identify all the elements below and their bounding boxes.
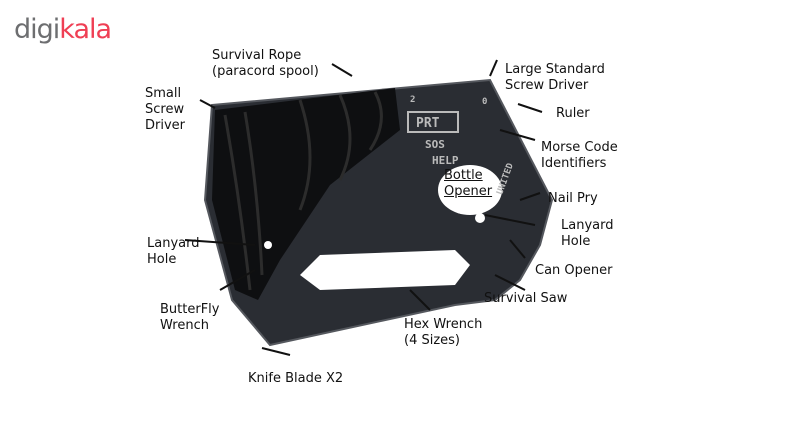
card-brand: PRT (416, 116, 440, 131)
paracord-texture (223, 91, 383, 291)
lanyard-hole-right (475, 213, 485, 223)
ruler-mark: 2 (410, 95, 415, 105)
label-knife-blade: Knife Blade X2 (248, 371, 344, 386)
digikala-logo: digikala (14, 14, 112, 45)
label-survival-rope: Survival Rope(paracord spool) (212, 48, 319, 79)
label-nail-pry: Nail Pry (548, 191, 598, 206)
card-sos: SOS (425, 138, 445, 151)
label-ruler: Ruler (556, 106, 590, 121)
ruler-zero: 0 (482, 97, 487, 107)
bottle-opener-cutout (438, 165, 502, 215)
card-help: HELP (432, 154, 459, 167)
callout-lines (184, 59, 543, 356)
label-can-opener: Can Opener (535, 263, 613, 278)
label-survival-saw: Survival Saw (484, 291, 568, 306)
hex-wrench-cutout (300, 250, 470, 290)
label-hex-wrench: Hex Wrench(4 Sizes) (404, 317, 483, 348)
lanyard-hole-left (264, 241, 272, 249)
